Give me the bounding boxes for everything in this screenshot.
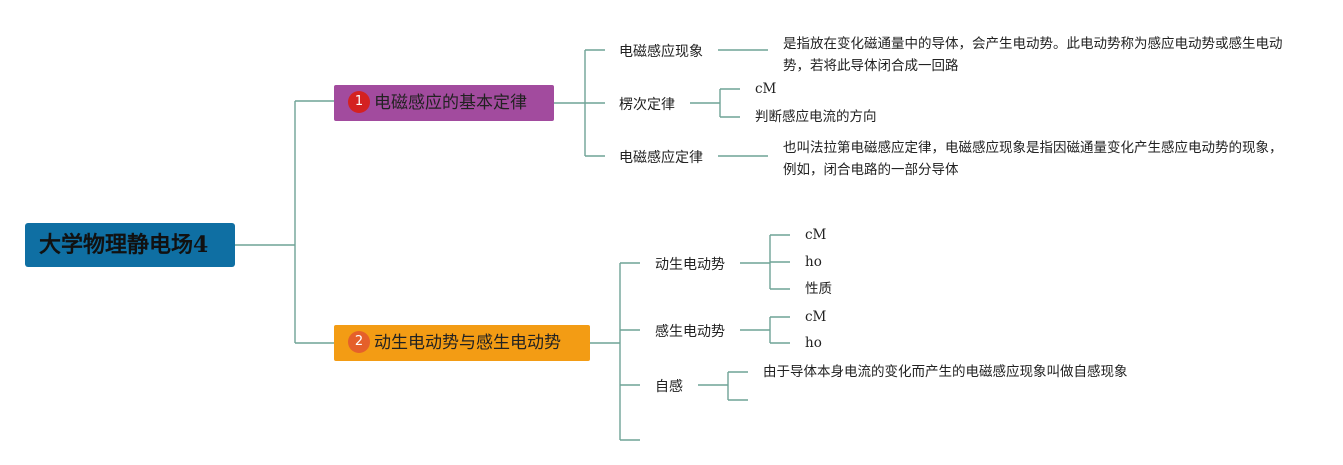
- connector-topic-induced: [740, 316, 790, 344]
- subtopic-motional-emf[interactable]: 动生电动势: [655, 257, 725, 273]
- subtopic-self-induction[interactable]: 自感: [655, 379, 683, 395]
- detail-induced-ho[interactable]: ho: [805, 335, 822, 351]
- detail-induction-law[interactable]: 也叫法拉第电磁感应定律，电磁感应现象是指因磁通量变化产生感应电动势的现象，例如，…: [783, 140, 1283, 178]
- detail-induced-cm[interactable]: cM: [805, 309, 827, 325]
- detail-motional-nature[interactable]: 性质: [805, 281, 832, 297]
- subtopic-lenz-law[interactable]: 楞次定律: [619, 97, 675, 113]
- connector-topic-self: [698, 371, 748, 401]
- connector-root-main: [235, 100, 334, 344]
- detail-lenz-cm[interactable]: cM: [755, 81, 777, 97]
- root-topic-label: 大学物理静电场4: [39, 232, 209, 258]
- main-topic-label: 电磁感应的基本定律: [374, 93, 527, 113]
- detail-lenz-direction[interactable]: 判断感应电流的方向: [755, 109, 877, 125]
- number-badge-2: 2: [348, 330, 370, 353]
- subtopic-induction-law[interactable]: 电磁感应定律: [619, 150, 703, 166]
- connector-topic-lenz: [690, 88, 740, 118]
- connector-topic-motional: [740, 234, 790, 290]
- detail-motional-cm[interactable]: cM: [805, 227, 827, 243]
- detail-motional-ho[interactable]: ho: [805, 254, 822, 270]
- root-topic[interactable]: 大学物理静电场4: [25, 223, 235, 267]
- detail-self-induction[interactable]: 由于导体本身电流的变化而产生的电磁感应现象叫做自感现象: [763, 364, 1128, 380]
- connector-branch1-topics: [554, 49, 605, 157]
- connector-branch2-topics: [590, 262, 640, 441]
- subtopic-induction-phenomenon[interactable]: 电磁感应现象: [619, 44, 703, 60]
- detail-induction-phenomenon[interactable]: 是指放在变化磁通量中的导体，会产生电动势。此电动势称为感应电动势或感生电动势，若…: [783, 36, 1283, 74]
- number-badge-1: 1: [348, 90, 370, 113]
- main-topic-label: 动生电动势与感生电动势: [374, 333, 561, 353]
- subtopic-induced-emf[interactable]: 感生电动势: [655, 324, 725, 340]
